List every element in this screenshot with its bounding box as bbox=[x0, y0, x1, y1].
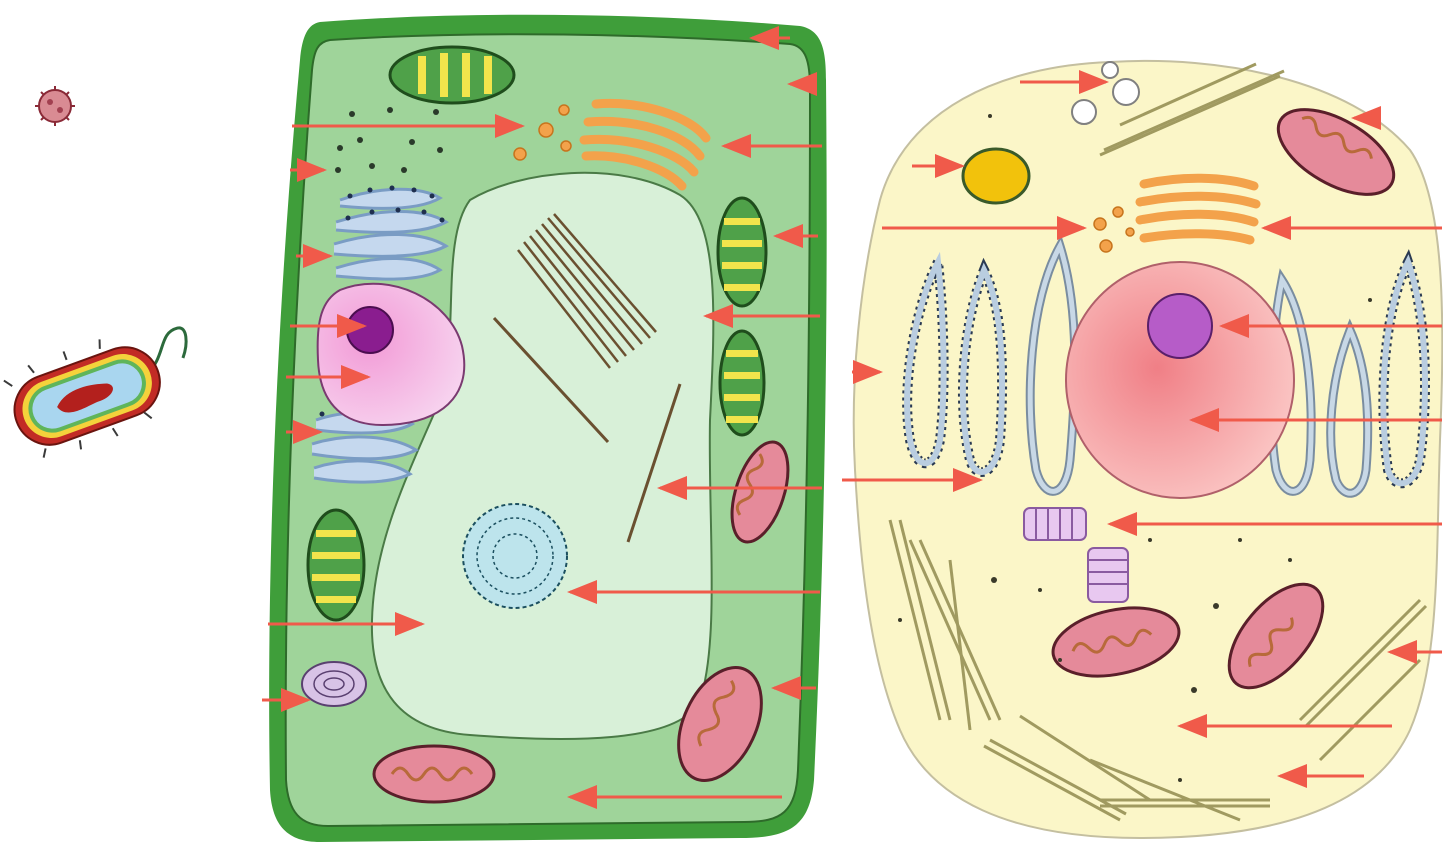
plant-mitochondrion-3 bbox=[374, 746, 494, 802]
chloroplast-right-2 bbox=[720, 331, 764, 435]
animal-nucleolus bbox=[1148, 294, 1212, 358]
virus-icon bbox=[35, 86, 75, 126]
plant-spiky-body bbox=[463, 504, 567, 608]
bacterium-icon bbox=[0, 310, 210, 467]
animal-nucleus bbox=[1066, 262, 1294, 498]
animal-cell bbox=[854, 61, 1443, 838]
chloroplast-left bbox=[308, 510, 364, 620]
animal-lysosome bbox=[963, 149, 1029, 203]
chloroplast-right-1 bbox=[718, 198, 766, 306]
plant-nucleolus bbox=[347, 307, 393, 353]
plant-cell bbox=[269, 15, 827, 842]
plant-vesicle-swirl bbox=[302, 662, 366, 706]
chloroplast-top bbox=[390, 47, 514, 103]
